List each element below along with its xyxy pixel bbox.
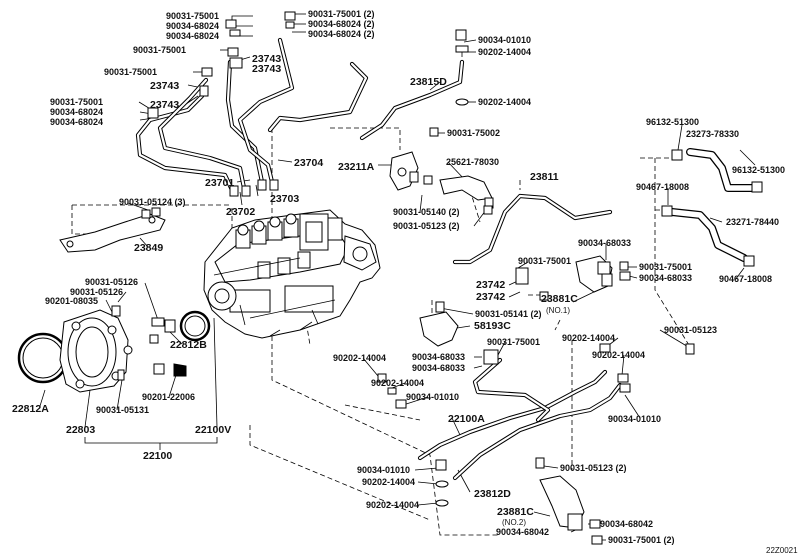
timer-flange-assembly [17, 305, 211, 393]
part-number-labels: 90031-75001 90034-68024 90034-68024 9003… [12, 9, 798, 555]
label-90202-14004: 90202-14004 [333, 353, 386, 363]
label-90031-05141-2: 90031-05141 (2) [475, 309, 542, 319]
label-23271-78440: 23271-78440 [726, 217, 779, 227]
label-23701: 23701 [205, 177, 234, 189]
label-90034-68033: 90034-68033 [639, 273, 692, 283]
bracket-23211a [389, 151, 419, 191]
label-90034-01010: 90034-01010 [478, 35, 531, 45]
label-58193c: 58193C [474, 320, 511, 332]
label-23743: 23743 [252, 63, 281, 75]
label-90031-75001: 90031-75001 [518, 256, 571, 266]
label-25621-78030: 25621-78030 [446, 157, 499, 167]
label-90202-14004: 90202-14004 [478, 97, 531, 107]
label-90031-05123-2: 90031-05123 (2) [560, 463, 627, 473]
label-90031-05126: 90031-05126 [70, 287, 123, 297]
label-90034-68024: 90034-68024 [50, 117, 103, 127]
label-90034-68024: 90034-68024 [166, 21, 219, 31]
fuel-injection-pipes [135, 37, 369, 193]
label-90202-14004: 90202-14004 [362, 477, 415, 487]
label-90467-18008: 90467-18008 [719, 274, 772, 284]
label-90034-68042: 90034-68042 [600, 519, 653, 529]
label-90034-68033: 90034-68033 [412, 352, 465, 362]
label-23742: 23742 [476, 291, 505, 303]
diagram-code: 22Z0021 [766, 546, 798, 555]
label-23881c: 23881C [497, 506, 534, 518]
return-pipe [472, 357, 551, 423]
fuel-pipe-23812d [452, 382, 623, 481]
clip-23742 [483, 267, 529, 365]
fasteners [147, 11, 763, 545]
label-90031-75001-2: 90031-75001 (2) [608, 535, 675, 545]
label-90034-68042: 90034-68042 [496, 527, 549, 537]
label-23703: 23703 [270, 193, 299, 205]
label-90031-05140-2: 90031-05140 (2) [393, 207, 460, 217]
hoses [668, 148, 756, 262]
label-22812b: 22812B [170, 339, 207, 351]
label-90034-68024-2: 90034-68024 (2) [308, 19, 375, 29]
label-90031-75001: 90031-75001 [166, 11, 219, 21]
label-23881c: 23881C [541, 293, 578, 305]
label-90202-14004: 90202-14004 [562, 333, 615, 343]
bracket-23881c-no1 [575, 255, 613, 293]
label-23849: 23849 [134, 242, 163, 254]
fuel-pipe-23811 [452, 193, 613, 265]
label-90034-68024: 90034-68024 [50, 107, 103, 117]
label-90031-05123-2: 90031-05123 (2) [393, 221, 460, 231]
label-90034-68024-2: 90034-68024 (2) [308, 29, 375, 39]
label-90034-01010: 90034-01010 [406, 392, 459, 402]
label-90034-68033: 90034-68033 [578, 238, 631, 248]
label-90031-75001: 90031-75001 [50, 97, 103, 107]
label-90031-05123: 90031-05123 [664, 325, 717, 335]
label-22100: 22100 [143, 450, 172, 462]
label-90031-75002: 90031-75002 [447, 128, 500, 138]
label-23702: 23702 [226, 206, 255, 218]
label-23211a: 23211A [338, 161, 375, 173]
label-96132-51300: 96132-51300 [732, 165, 785, 175]
leak-off-pipe-23815d [359, 59, 465, 141]
bracket-23849 [59, 207, 166, 253]
label-23742: 23742 [476, 279, 505, 291]
label-90031-75001: 90031-75001 [133, 45, 186, 55]
label-23743: 23743 [150, 80, 179, 92]
injection-pump-assembly [203, 209, 381, 339]
label-23815d: 23815D [410, 76, 447, 88]
label-23743: 23743 [252, 53, 281, 65]
label-23743: 23743 [150, 99, 179, 111]
label-90201-08035: 90201-08035 [45, 296, 98, 306]
label-22803: 22803 [66, 424, 95, 436]
label-90031-05126: 90031-05126 [85, 277, 138, 287]
label-90031-05124-3: 90031-05124 (3) [119, 197, 186, 207]
fuel-pipe-22100a [417, 369, 608, 461]
bracket-58193c [419, 301, 459, 347]
bracket-25621-78030 [439, 175, 494, 209]
label-90034-01010: 90034-01010 [357, 465, 410, 475]
label-22100a: 22100A [448, 413, 485, 425]
label-23704: 23704 [294, 157, 323, 169]
label-90202-14004: 90202-14004 [478, 47, 531, 57]
label-90031-05131: 90031-05131 [96, 405, 149, 415]
label-90202-14004: 90202-14004 [371, 378, 424, 388]
label-90034-68033: 90034-68033 [412, 363, 465, 373]
label-90031-75001: 90031-75001 [104, 67, 157, 77]
label-90031-75001-2: 90031-75001 (2) [308, 9, 375, 19]
label-90467-18008: 90467-18008 [636, 182, 689, 192]
label-22812a: 22812A [12, 403, 49, 415]
label-no2: (NO.2) [502, 518, 526, 527]
bracket-23881c-no2 [539, 475, 585, 531]
label-90031-75001: 90031-75001 [639, 262, 692, 272]
label-23812d: 23812D [474, 488, 511, 500]
label-no1: (NO.1) [546, 306, 570, 315]
label-90202-14004: 90202-14004 [592, 350, 645, 360]
label-90201-22006: 90201-22006 [142, 392, 195, 402]
label-96132-51300: 96132-51300 [646, 117, 699, 127]
label-23273-78330: 23273-78330 [686, 129, 739, 139]
label-22100v: 22100V [195, 424, 231, 436]
label-90202-14004: 90202-14004 [366, 500, 419, 510]
label-90034-01010: 90034-01010 [608, 414, 661, 424]
label-90031-75001: 90031-75001 [487, 337, 540, 347]
label-23811: 23811 [530, 171, 559, 183]
label-90034-68024: 90034-68024 [166, 31, 219, 41]
